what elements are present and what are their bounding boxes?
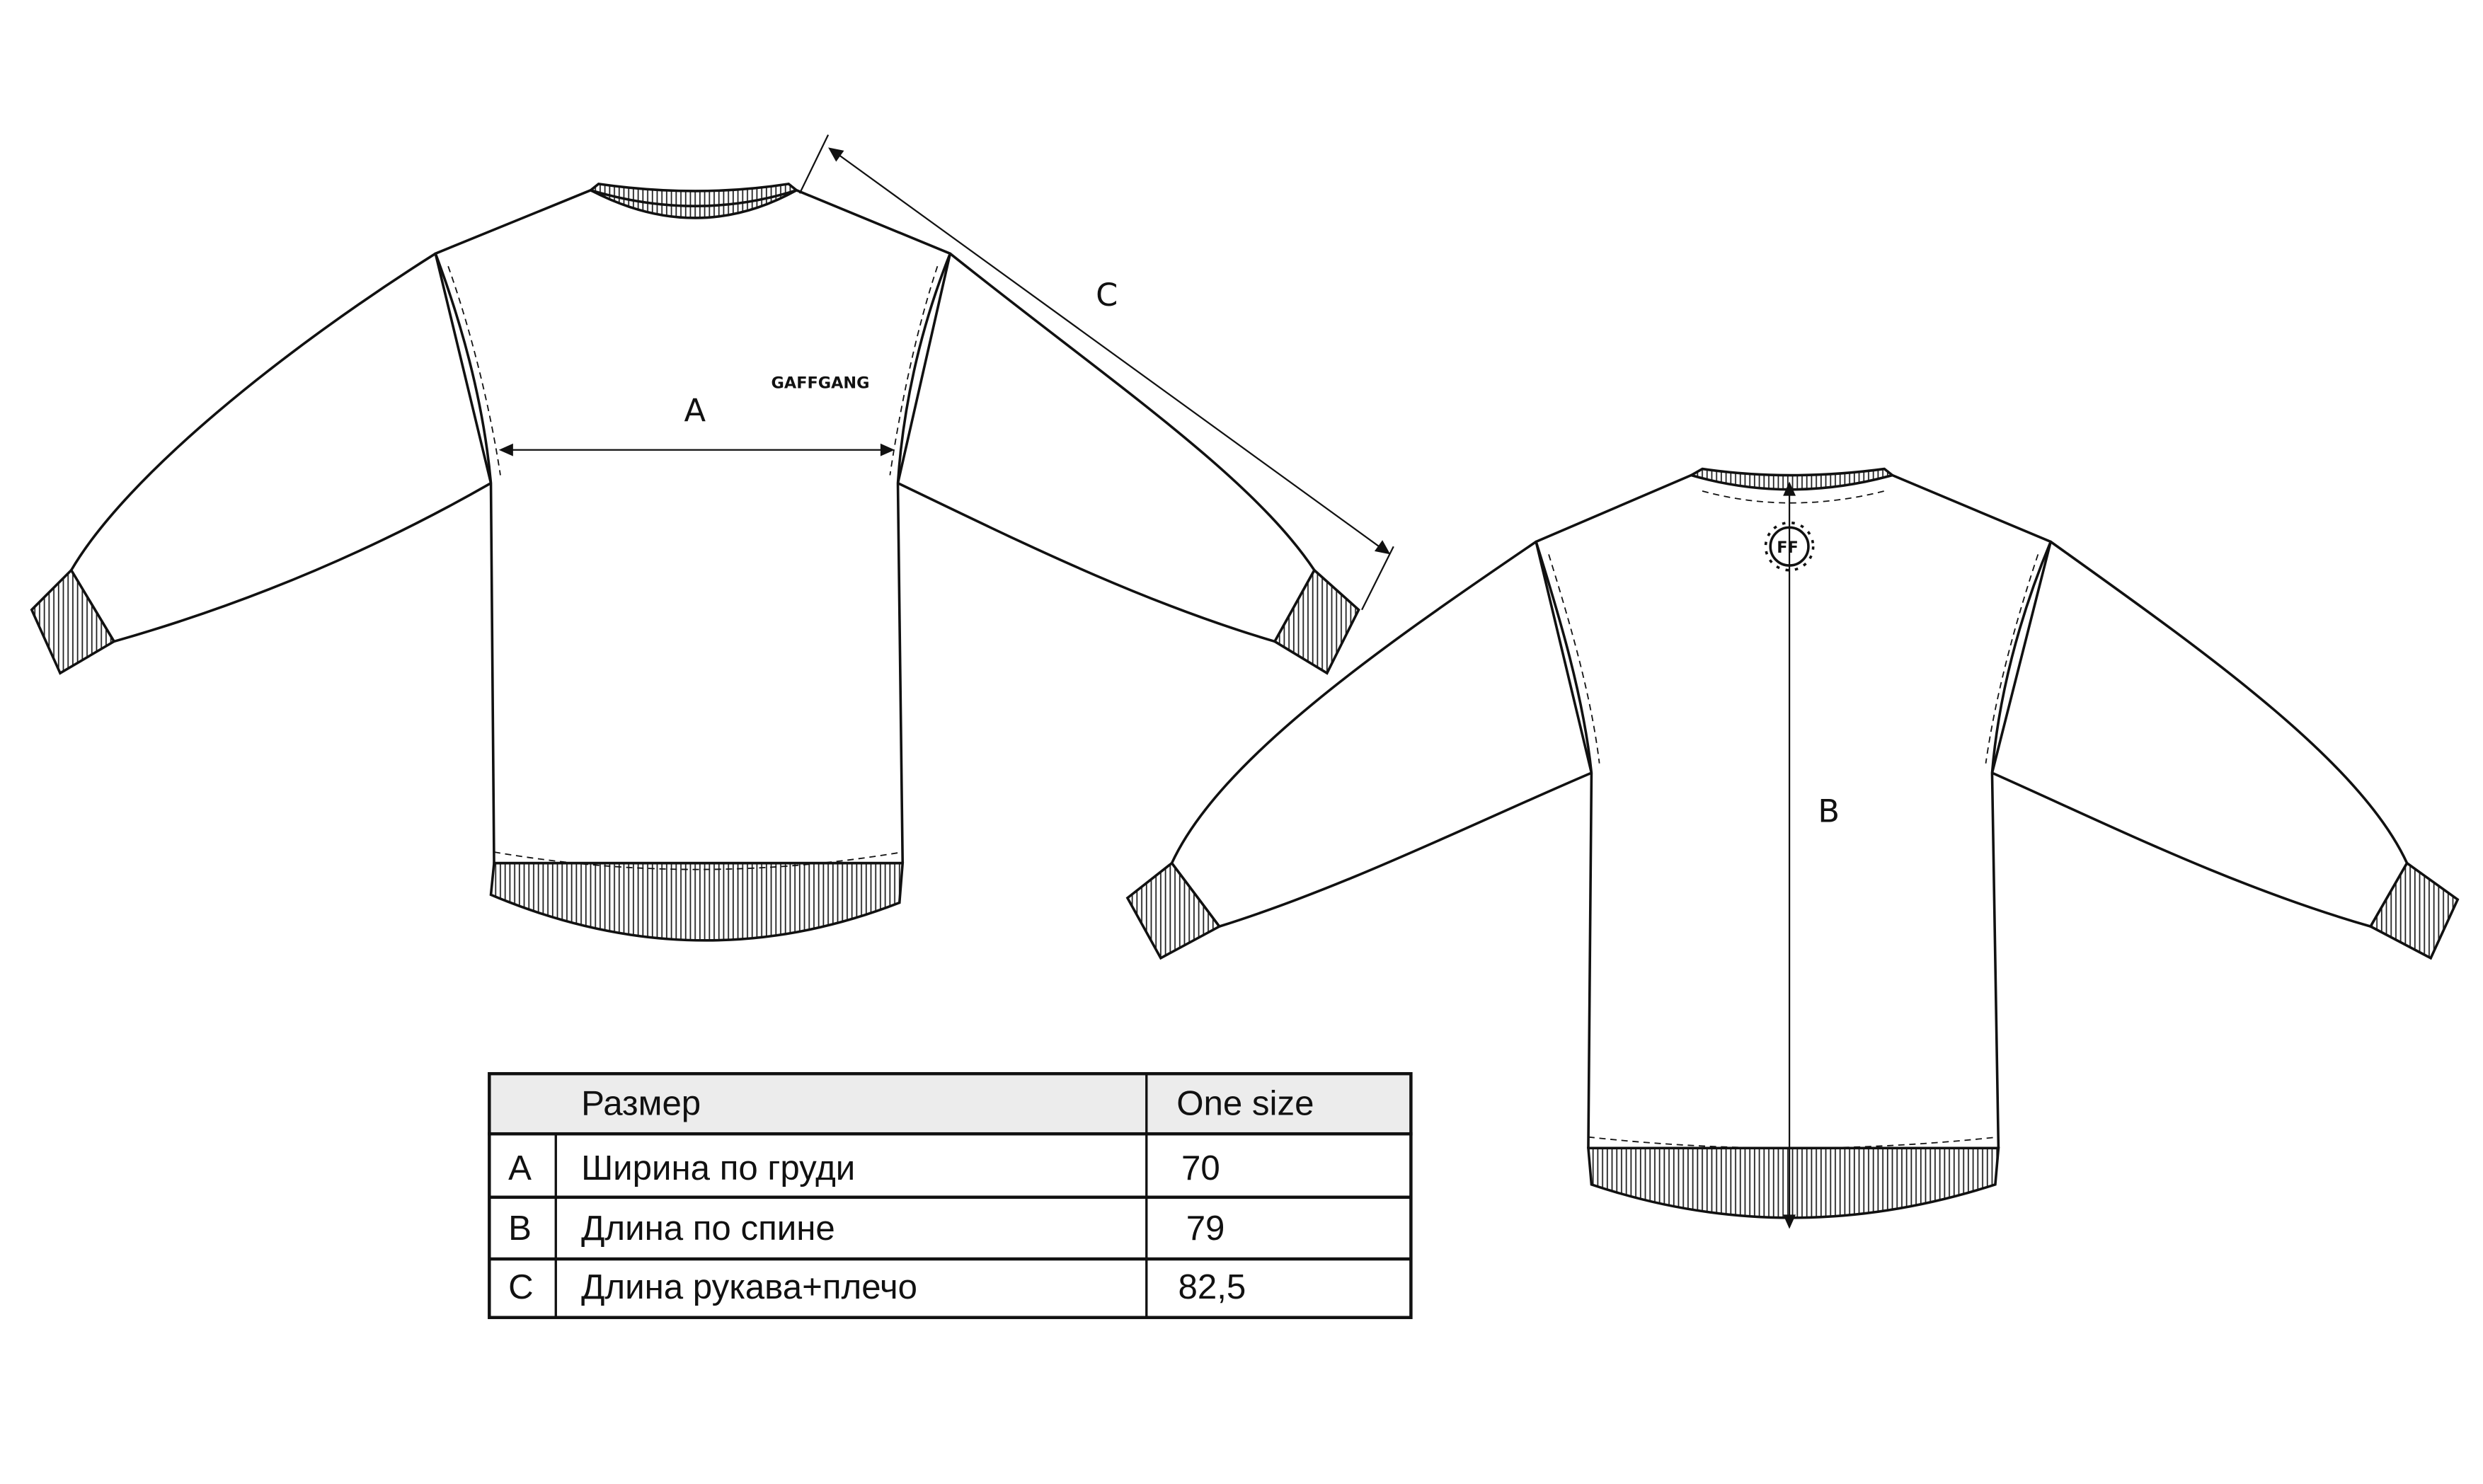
row-value: 70 <box>1181 1149 1220 1187</box>
sweatshirt-back: FF <box>1125 467 2460 1219</box>
label-a: A <box>684 391 706 429</box>
dimension-c: C <box>798 134 1394 611</box>
header-size-value: One size <box>1176 1083 1314 1122</box>
row-code: B <box>508 1209 532 1248</box>
table-row: B Длина по спине 79 <box>508 1209 1225 1248</box>
table-row: A Ширина по груди 70 <box>508 1149 1220 1187</box>
row-name: Ширина по груди <box>581 1149 855 1187</box>
label-b: B <box>1818 792 1840 829</box>
row-code: A <box>508 1149 532 1187</box>
row-value: 82,5 <box>1179 1267 1246 1306</box>
table-row: C Длина рукава+плечо 82,5 <box>508 1267 1246 1306</box>
dimension-a: A <box>498 391 895 456</box>
row-code: C <box>508 1267 534 1306</box>
dimension-b: B <box>1783 481 1840 1229</box>
label-c: C <box>1096 276 1118 314</box>
sweatshirt-front: GAFFGANG <box>30 182 1360 942</box>
row-name: Длина рукава+плечо <box>581 1267 917 1306</box>
brand-logo: GAFFGANG <box>772 374 870 392</box>
row-value: 79 <box>1186 1209 1225 1248</box>
header-size-label: Размер <box>581 1083 701 1122</box>
row-name: Длина по спине <box>581 1209 835 1248</box>
svg-text:FF: FF <box>1777 539 1799 557</box>
size-table: Размер One size A Ширина по груди 70 B Д… <box>488 1071 1413 1319</box>
